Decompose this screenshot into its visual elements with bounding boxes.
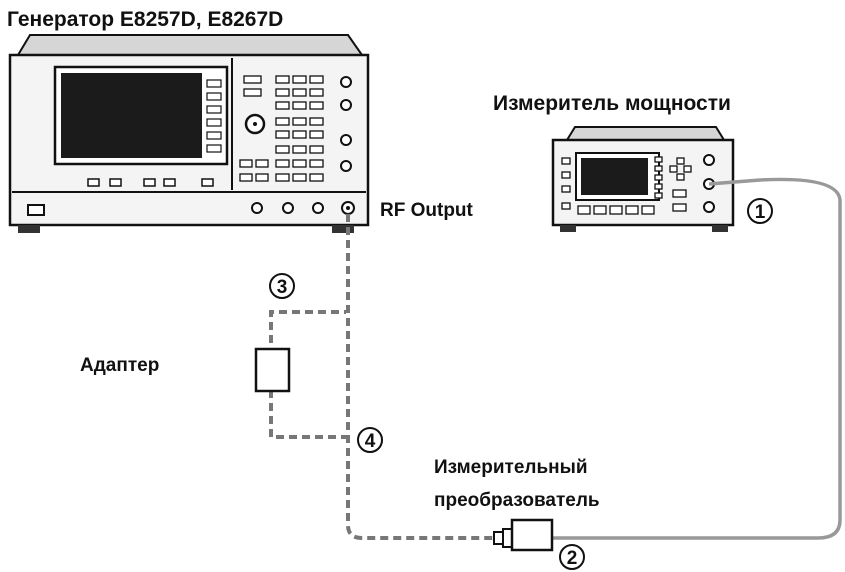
svg-text:2: 2 [567, 548, 578, 569]
sensor-cable [552, 177, 842, 540]
generator-title: Генератор E8257D, E8267D [7, 8, 283, 31]
sensor-label-line1: Измерительный [434, 457, 588, 478]
marker-3: 3 [269, 273, 295, 299]
adapter-box [254, 347, 291, 393]
svg-text:4: 4 [365, 431, 376, 452]
sensor-label-line2: преобразователь [434, 490, 600, 511]
svg-text:1: 1 [755, 202, 766, 223]
marker-2: 2 [559, 544, 585, 570]
svg-text:3: 3 [277, 277, 288, 298]
signal-generator [8, 34, 370, 233]
rf-output-label: RF Output [380, 200, 474, 221]
power-sensor [493, 518, 554, 552]
power-meter-title: Измеритель мощности [493, 92, 731, 115]
adapter-cable-upper [269, 310, 346, 356]
marker-4: 4 [357, 427, 383, 453]
power-meter [551, 126, 735, 232]
adapter-cable-lower [269, 390, 346, 439]
adapter-label: Адаптер [80, 355, 159, 376]
rf-cable [346, 214, 498, 540]
marker-1: 1 [747, 198, 773, 224]
